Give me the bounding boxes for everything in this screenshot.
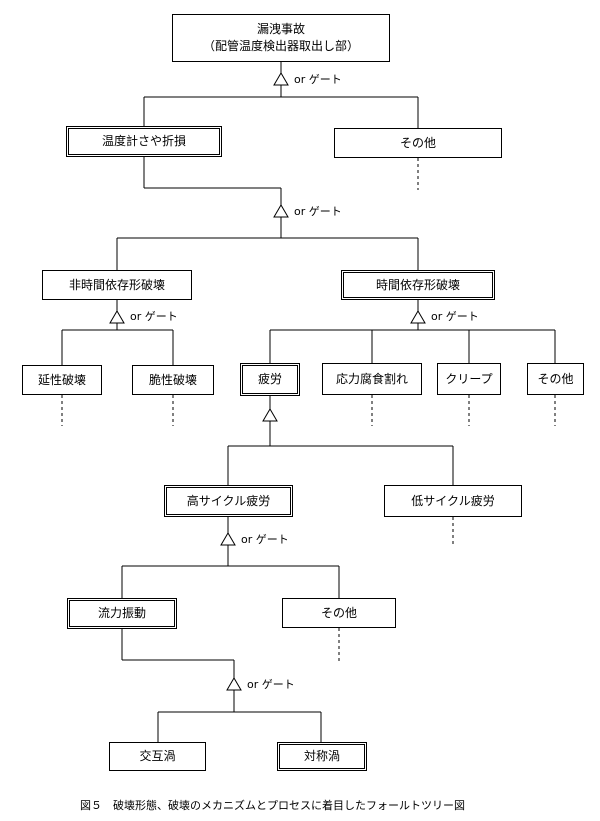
node-time-dependent: 時間依存形破壊 (341, 270, 495, 300)
node-symmetric-vortex: 対称渦 (277, 742, 367, 771)
node-scc: 応力腐食割れ (322, 363, 422, 395)
node-flow-vibration: 流力振動 (67, 598, 177, 629)
or-gate-label: or ゲート (241, 533, 289, 546)
node-high-cycle: 高サイクル疲労 (164, 485, 293, 517)
or-gate-label: or ゲート (431, 310, 479, 323)
node-time-independent: 非時間依存形破壊 (42, 270, 192, 300)
node-other-3: その他 (282, 598, 396, 628)
or-gate-label: or ゲート (294, 73, 342, 86)
or-gate-icon (273, 204, 289, 218)
top-event-box: 漏洩事故 （配管温度検出器取出し部） (172, 14, 390, 62)
node-fatigue: 疲労 (240, 363, 300, 396)
top-event-title: 漏洩事故 (256, 22, 305, 36)
node-creep: クリープ (437, 363, 501, 395)
or-gate-icon (226, 677, 242, 691)
node-low-cycle: 低サイクル疲労 (384, 485, 522, 517)
node-other-1: その他 (334, 128, 502, 158)
or-gate-icon (109, 310, 125, 324)
or-gate-icon (220, 532, 236, 546)
top-event-subtitle: （配管温度検出器取出し部） (202, 39, 359, 53)
or-gate-label: or ゲート (294, 205, 342, 218)
or-gate-icon (410, 310, 426, 324)
or-gate-label: or ゲート (130, 310, 178, 323)
node-temp-sleeve-break: 温度計さや折損 (66, 126, 222, 157)
node-brittle: 脆性破壊 (132, 365, 214, 395)
or-gate-icon (273, 72, 289, 86)
node-ductile: 延性破壊 (22, 365, 102, 395)
or-gate-label: or ゲート (247, 678, 295, 691)
node-other-2: その他 (527, 363, 584, 395)
figure-caption: 図５ 破壊形態、破壊のメカニズムとプロセスに着目したフォールトツリー図 (80, 799, 465, 812)
node-alternating-vortex: 交互渦 (109, 742, 206, 771)
or-gate-icon (262, 408, 278, 422)
